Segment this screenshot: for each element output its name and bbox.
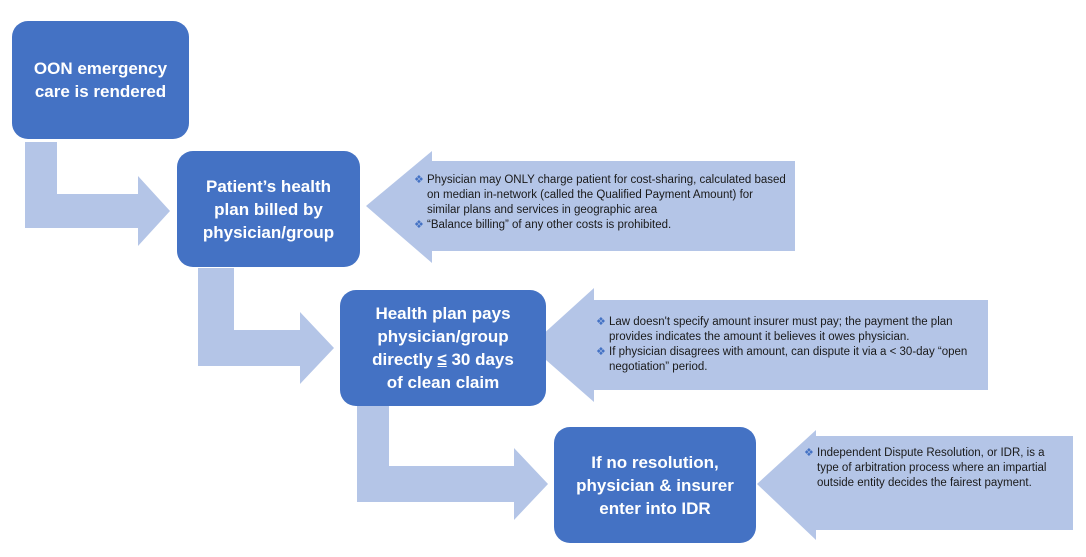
step-box-health-plan-pays: Health plan pays physician/group directl… [340, 290, 546, 406]
callout-text-3: ❖ Independent Dispute Resolution, or IDR… [804, 446, 1062, 491]
callout-3-item-1: ❖ Independent Dispute Resolution, or IDR… [804, 447, 1047, 489]
step-box-oon-emergency-care: OON emergency care is rendered [12, 21, 189, 139]
less-than-or-equal-symbol: ≤ [437, 350, 447, 369]
callout-arrow-1 [366, 151, 795, 263]
step-3-directly-text: directly [372, 350, 438, 369]
step-2-line-3: physician/group [202, 222, 335, 242]
step-3-line-3: directly ≤ 30 days [372, 348, 514, 371]
step-box-enter-idr: If no resolution, physician & insurer en… [554, 427, 756, 543]
diamond-bullet-icon: ❖ [596, 346, 606, 358]
connector-arrow-3 [357, 406, 548, 520]
callout-arrow-3 [757, 430, 1073, 540]
step-box-health-plan-billed: Patient’s health plan billed by physicia… [177, 151, 360, 267]
callout-1-item-1: ❖ Physician may ONLY charge patient for … [414, 174, 786, 216]
step-3-line-1: Health plan pays [375, 304, 511, 323]
callout-text-2: ❖ Law doesn't specify amount insurer mus… [596, 315, 978, 375]
step-1-line-1: OON emergency [33, 59, 168, 78]
callout-2-item-1: ❖ Law doesn't specify amount insurer mus… [596, 316, 953, 343]
callout-2-item-2: ❖ If physician disagrees with amount, ca… [596, 346, 968, 373]
diamond-bullet-icon: ❖ [414, 219, 424, 231]
step-2-line-2: plan billed by [214, 199, 323, 219]
diamond-bullet-icon: ❖ [596, 316, 606, 328]
connector-arrow-2 [198, 268, 334, 384]
callout-arrow-2 [530, 288, 988, 402]
step-3-days-text: 30 days [446, 350, 514, 369]
callout-1-item-2: ❖ “Balance billing” of any other costs i… [414, 219, 672, 231]
callout-text-1: ❖ Physician may ONLY charge patient for … [414, 173, 786, 233]
step-4-line-1: If no resolution, [591, 452, 719, 472]
connector-arrow-1 [25, 142, 170, 246]
step-2-line-1: Patient’s health [205, 176, 331, 196]
step-3-line-2: physician/group [377, 327, 509, 346]
diamond-bullet-icon: ❖ [804, 447, 814, 459]
step-4-line-2: physician & insurer [576, 475, 734, 495]
step-1-line-2: care is rendered [34, 82, 167, 101]
step-4-line-3: enter into IDR [599, 498, 711, 518]
diamond-bullet-icon: ❖ [414, 174, 424, 186]
step-3-line-4: of clean claim [386, 373, 500, 392]
